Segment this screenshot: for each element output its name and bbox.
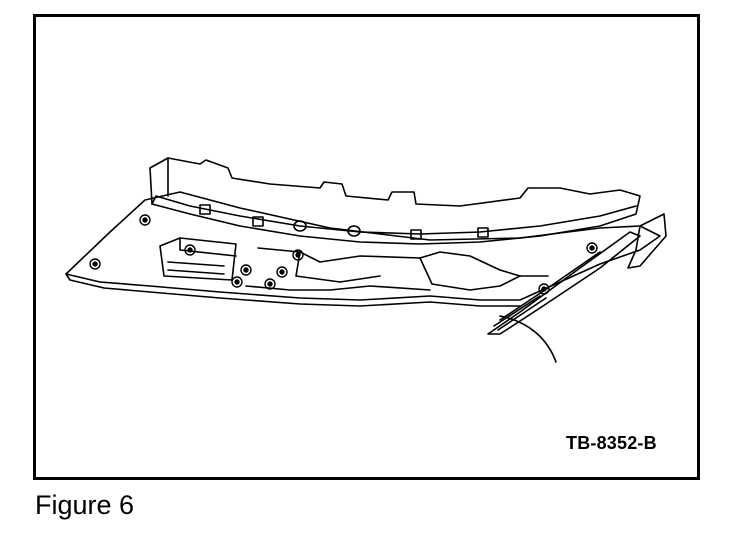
fasteners — [89, 214, 598, 295]
curved-housing — [149, 157, 641, 245]
figure-caption: Figure 6 — [35, 490, 135, 520]
mounting-bracket — [627, 213, 667, 269]
connector-block — [159, 237, 237, 281]
part-code-label: TB-8352-B — [566, 433, 657, 453]
base-plate — [65, 191, 661, 301]
wire — [499, 315, 557, 363]
figure-frame — [33, 14, 700, 480]
